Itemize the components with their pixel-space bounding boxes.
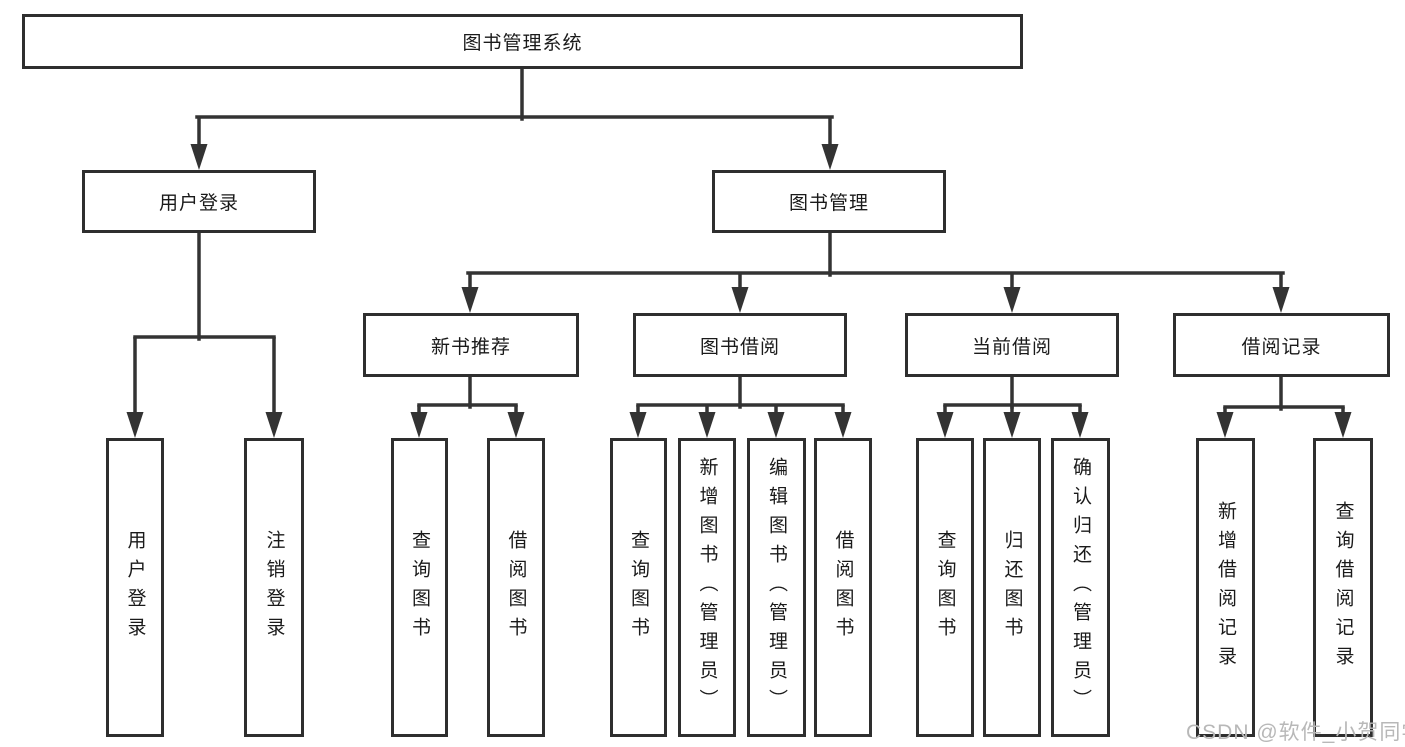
- node-borrow-query-books: 查询图书: [610, 438, 667, 737]
- arrowhead-icon: [461, 287, 479, 313]
- node-label: 图书借阅: [699, 336, 780, 358]
- watermark: CSDN @软件_小贺同学: [1186, 721, 1405, 744]
- node-label: 查询借阅记录: [1332, 500, 1354, 675]
- node-current-query-books: 查询图书: [916, 438, 974, 737]
- node-current-borrow: 当前借阅: [905, 313, 1119, 377]
- node-label: 用户登录: [158, 193, 239, 214]
- arrowhead-icon: [1216, 412, 1234, 438]
- node-borrow-add-books-admin: 新增图书（管理员）: [678, 438, 736, 737]
- node-label: 新增图书（管理员）: [696, 457, 718, 718]
- node-user-login-action: 用户登录: [106, 438, 164, 737]
- arrowhead-icon: [834, 412, 852, 438]
- arrowhead-icon: [936, 412, 954, 438]
- node-borrow-borrow-books: 借阅图书: [814, 438, 872, 737]
- arrowhead-icon: [821, 144, 839, 170]
- arrowhead-icon: [1272, 287, 1290, 313]
- node-recommend-query-books: 查询图书: [391, 438, 448, 737]
- node-current-return-books: 归还图书: [983, 438, 1041, 737]
- arrowhead-icon: [410, 412, 428, 438]
- node-label: 当前借阅: [971, 336, 1052, 358]
- arrowhead-icon: [629, 412, 647, 438]
- node-label: 图书管理: [788, 193, 869, 214]
- node-recommend-borrow-books: 借阅图书: [487, 438, 545, 737]
- arrowhead-icon: [1003, 287, 1021, 313]
- node-user-login: 用户登录: [82, 170, 316, 233]
- node-logout-action: 注销登录: [244, 438, 304, 737]
- arrowhead-icon: [698, 412, 716, 438]
- node-label: 编辑图书（管理员）: [766, 457, 787, 718]
- node-label: 用户登录: [124, 529, 146, 646]
- node-label: 查询图书: [934, 529, 956, 646]
- node-label: 借阅记录: [1241, 336, 1322, 358]
- node-label: 新书推荐: [430, 336, 511, 358]
- node-current-confirm-return-admin: 确认归还（管理员）: [1051, 438, 1110, 737]
- node-new-book-recommend: 新书推荐: [363, 313, 579, 377]
- arrowhead-icon: [1003, 412, 1021, 438]
- node-label: 查询图书: [409, 529, 430, 646]
- arrowhead-icon: [507, 412, 525, 438]
- node-book-borrow: 图书借阅: [633, 313, 847, 377]
- node-label: 新增借阅记录: [1215, 500, 1236, 675]
- arrowhead-icon: [767, 412, 785, 438]
- node-label: 图书管理系统: [462, 33, 583, 54]
- node-library-mgmt-system: 图书管理系统: [22, 14, 1023, 69]
- node-label: 注销登录: [263, 529, 285, 646]
- arrowhead-icon: [731, 287, 749, 313]
- node-label: 借阅图书: [505, 529, 527, 646]
- node-label: 归还图书: [1001, 529, 1023, 646]
- node-records-query-borrow-record: 查询借阅记录: [1313, 438, 1373, 737]
- arrowhead-icon: [1071, 412, 1089, 438]
- node-borrow-records: 借阅记录: [1173, 313, 1390, 377]
- node-label: 确认归还（管理员）: [1070, 457, 1091, 718]
- node-borrow-edit-books-admin: 编辑图书（管理员）: [747, 438, 806, 737]
- node-label: 借阅图书: [832, 529, 854, 646]
- arrowhead-icon: [1334, 412, 1352, 438]
- arrowhead-icon: [265, 412, 283, 438]
- node-book-mgmt: 图书管理: [712, 170, 946, 233]
- node-label: 查询图书: [628, 529, 649, 646]
- arrowhead-icon: [126, 412, 144, 438]
- node-records-add-borrow-record: 新增借阅记录: [1196, 438, 1255, 737]
- arrowhead-icon: [190, 144, 208, 170]
